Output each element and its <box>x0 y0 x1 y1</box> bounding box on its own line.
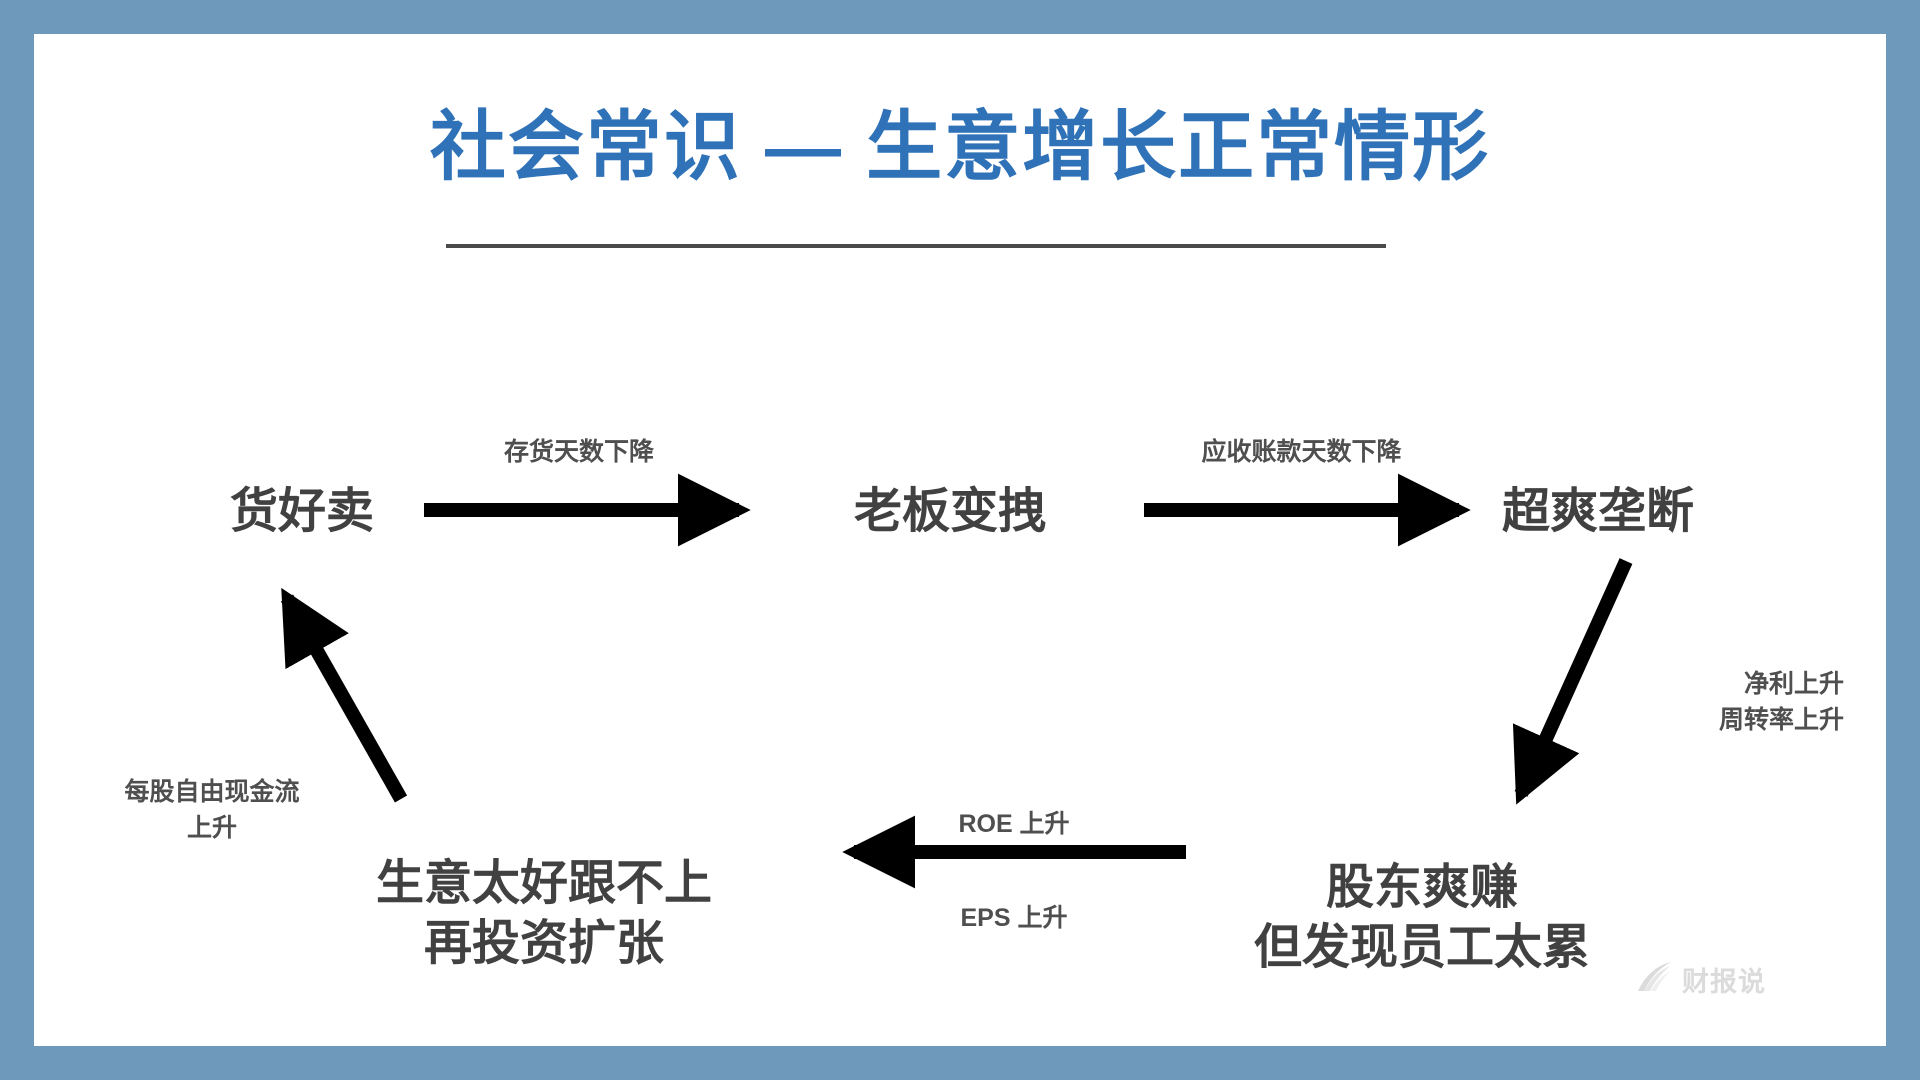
edge-label-receivable-days-down: 应收账款天数下降 <box>1201 438 1402 466</box>
node-business-too-good-line2: 再投资扩张 <box>423 917 664 970</box>
edge-label-profit-turnover-up: 净利上升 周转率上升 <box>1494 666 1844 739</box>
watermark: 财报说 <box>1634 960 1766 999</box>
node-business-too-good[interactable]: 生意太好跟不上 再投资扩张 <box>344 854 744 974</box>
edge-label-eps-up: EPS 上升 <box>960 904 1068 932</box>
slide-canvas: 社会常识 — 生意增长正常情形 货好卖 老板变拽 超爽垄断 <box>34 34 1886 1046</box>
page-title: 社会常识 — 生意增长正常情形 <box>429 105 1491 190</box>
node-shareholders-earn-line1: 股东爽赚 <box>1325 861 1518 914</box>
edge-label-turnover-rate-up: 周转率上升 <box>1718 706 1844 735</box>
edge-label-fcf-per-share-line2: 上升 <box>186 814 237 843</box>
node-super-monopoly[interactable]: 超爽垄断 <box>1502 485 1695 538</box>
node-business-too-good-line1: 生意太好跟不上 <box>375 857 712 910</box>
arrow-reinvest-to-goods <box>280 587 408 803</box>
node-boss-gets-cocky[interactable]: 老板变拽 <box>854 485 1047 538</box>
edge-label-net-profit-up: 净利上升 <box>1743 670 1844 698</box>
node-shareholders-earn-line2: 但发现员工太累 <box>1253 921 1590 974</box>
edge-label-fcf-per-share-line1: 每股自由现金流 <box>124 778 300 806</box>
edge-label-roe-up: ROE 上升 <box>958 810 1070 838</box>
edge-label-fcf-per-share-up: 每股自由现金流 上升 <box>62 774 362 847</box>
node-goods-sell-well[interactable]: 货好卖 <box>230 485 375 538</box>
edge-label-inventory-days-down: 存货天数下降 <box>503 438 654 466</box>
node-shareholders-earn[interactable]: 股东爽赚 但发现员工太累 <box>1222 858 1622 978</box>
watermark-brand-text: 财报说 <box>1682 967 1766 997</box>
brand-swoosh-icon <box>1634 960 1674 999</box>
title-divider <box>446 244 1386 248</box>
